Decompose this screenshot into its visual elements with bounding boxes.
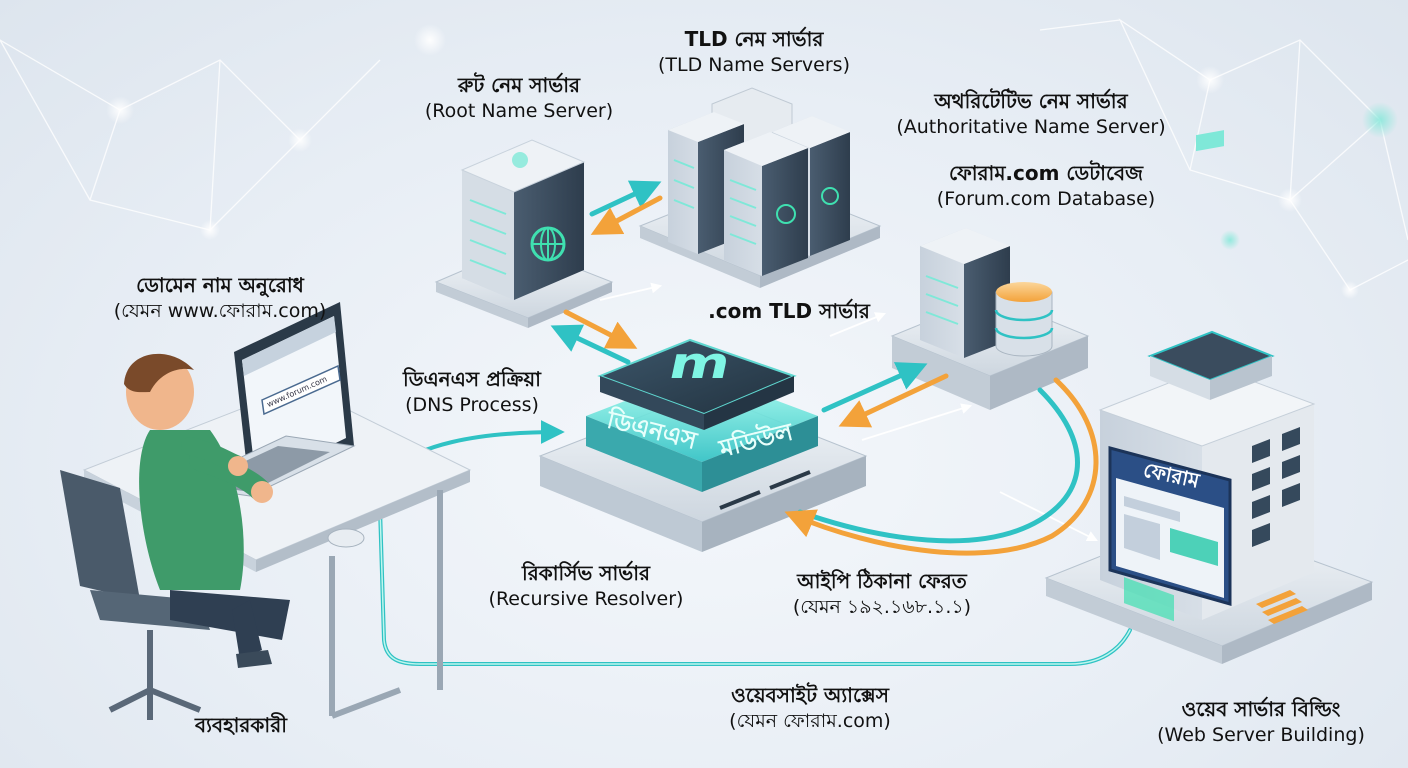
label-authoritative-server: অথরিটেটিভ নেম সার্ভার (Authoritative Nam… xyxy=(876,88,1186,140)
access-label-bn: ওয়েবসাইট অ্যাক্সেস xyxy=(731,683,889,707)
auth-label-bn: অথরিটেটিভ নেম সার্ভার xyxy=(934,89,1128,113)
auth-label-en: (Authoritative Name Server) xyxy=(896,116,1166,138)
root-module-arrows xyxy=(550,309,638,365)
ip-return-label-en: (যেমন ১৯২.১৬৮.১.১) xyxy=(792,596,972,618)
label-tld-servers: TLD নেম সার্ভার (TLD Name Servers) xyxy=(634,26,874,78)
user-workstation: www.forum.com xyxy=(60,302,472,720)
db-label-en: (Forum.com Database) xyxy=(936,188,1156,210)
label-user: ব্যবহারকারী xyxy=(156,712,326,738)
request-label-en: (যেমন www.ফোরাম.com) xyxy=(113,300,327,322)
web-server-building: ফোরাম xyxy=(1044,130,1374,664)
label-forum-database: ফোরাম.com ডেটাবেজ (Forum.com Database) xyxy=(906,160,1186,212)
webserver-label-en: (Web Server Building) xyxy=(1157,724,1365,746)
ip-return-loop xyxy=(784,377,1099,556)
root-name-server xyxy=(434,139,614,328)
background-bokeh xyxy=(106,24,1398,299)
request-label-bn: ডোমেন নাম অনুরোধ xyxy=(136,273,304,297)
webserver-label-bn: ওয়েব সার্ভার বিল্ডিং xyxy=(1181,697,1341,721)
tld-name-servers xyxy=(638,87,882,288)
dns-process-label-bn: ডিএনএস প্রক্রিয়া xyxy=(403,367,541,391)
db-label-bn: ফোরাম.com ডেটাবেজ xyxy=(948,161,1144,185)
root-tld-arrows xyxy=(589,180,663,235)
tld-label-bn: TLD নেম সার্ভার xyxy=(684,27,824,51)
user-label-bn: ব্যবহারকারী xyxy=(195,713,287,737)
label-root-server: রুট নেম সার্ভার (Root Name Server) xyxy=(404,72,634,124)
root-label-bn: রুট নেম সার্ভার xyxy=(457,73,581,97)
forum-database xyxy=(994,282,1054,357)
resolver-label-bn: রিকার্সিভ সার্ভার xyxy=(521,561,651,585)
label-dns-process: ডিএনএস প্রক্রিয়া (DNS Process) xyxy=(372,366,572,418)
com-tld-label-bn: .com TLD সার্ভার xyxy=(708,299,870,323)
resolver-label-en: (Recursive Resolver) xyxy=(488,588,684,610)
label-website-access: ওয়েবসাইট অ্যাক্সেস (যেমন ফোরাম.com) xyxy=(680,682,940,734)
dns-process-label-en: (DNS Process) xyxy=(405,394,539,416)
label-recursive-resolver: রিকার্সিভ সার্ভার (Recursive Resolver) xyxy=(466,560,706,612)
access-label-en: (যেমন ফোরাম.com) xyxy=(729,710,891,732)
website-access-line xyxy=(378,506,1132,666)
module-auth-arrows xyxy=(821,362,949,428)
dns-module-resolver: m ডিএনএস মডিউল xyxy=(538,338,868,552)
label-com-tld-server: .com TLD সার্ভার xyxy=(674,298,904,324)
tld-label-en: (TLD Name Servers) xyxy=(658,54,850,76)
root-label-en: (Root Name Server) xyxy=(424,100,614,122)
label-domain-request: ডোমেন নাম অনুরোধ (যেমন www.ফোরাম.com) xyxy=(70,272,370,324)
ip-return-label-bn: আইপি ঠিকানা ফেরত xyxy=(797,569,967,593)
module-logo: m xyxy=(664,338,735,389)
label-ip-return: আইপি ঠিকানা ফেরত (যেমন ১৯২.১৬৮.১.১) xyxy=(752,568,1012,620)
label-web-server-building: ওয়েব সার্ভার বিল্ডিং (Web Server Buildi… xyxy=(1136,696,1386,748)
